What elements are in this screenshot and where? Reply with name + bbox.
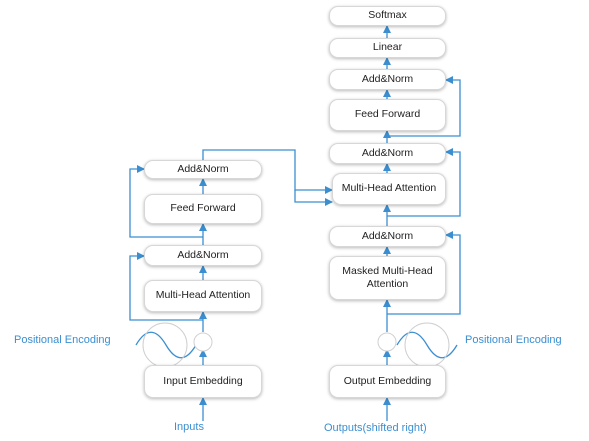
dec-multi-head-attention: Multi-Head Attention — [332, 173, 446, 205]
dec-residual-1 — [387, 231, 461, 315]
outputs-label: Outputs(shifted right) — [324, 422, 427, 434]
enc-feed-forward: Feed Forward — [144, 194, 262, 224]
dec-residual-2 — [387, 148, 461, 217]
enc-add-norm-top: Add&Norm — [144, 160, 262, 179]
dec-masked-multi-head-attention: Masked Multi-Head Attention — [329, 256, 446, 300]
dec-output-embedding: Output Embedding — [329, 365, 446, 398]
enc-residual-2 — [129, 165, 203, 238]
enc-to-dec-k — [202, 149, 333, 194]
enc-residual-1 — [129, 252, 203, 321]
dec-softmax: Softmax — [329, 6, 446, 26]
dec-add-circle — [377, 332, 397, 352]
enc-positional-encoding-label: Positional Encoding — [14, 334, 111, 346]
dec-positional-encoding-label: Positional Encoding — [465, 334, 562, 346]
dec-sine-wave — [396, 331, 458, 359]
enc-pe-circle — [142, 322, 188, 368]
enc-to-dec-v — [294, 190, 333, 206]
inputs-label: Inputs — [174, 421, 204, 433]
dec-residual-3 — [387, 76, 461, 137]
dec-add-norm-bottom: Add&Norm — [329, 226, 446, 247]
dec-add-norm-top: Add&Norm — [329, 69, 446, 90]
enc-multi-head-attention: Multi-Head Attention — [144, 280, 262, 312]
dec-linear: Linear — [329, 38, 446, 58]
enc-add-norm-bottom: Add&Norm — [144, 245, 262, 266]
enc-add-circle — [193, 332, 213, 352]
enc-sine-wave — [135, 331, 197, 359]
dec-add-norm-mid: Add&Norm — [329, 143, 446, 164]
enc-input-embedding: Input Embedding — [144, 365, 262, 398]
dec-feed-forward: Feed Forward — [329, 99, 446, 131]
